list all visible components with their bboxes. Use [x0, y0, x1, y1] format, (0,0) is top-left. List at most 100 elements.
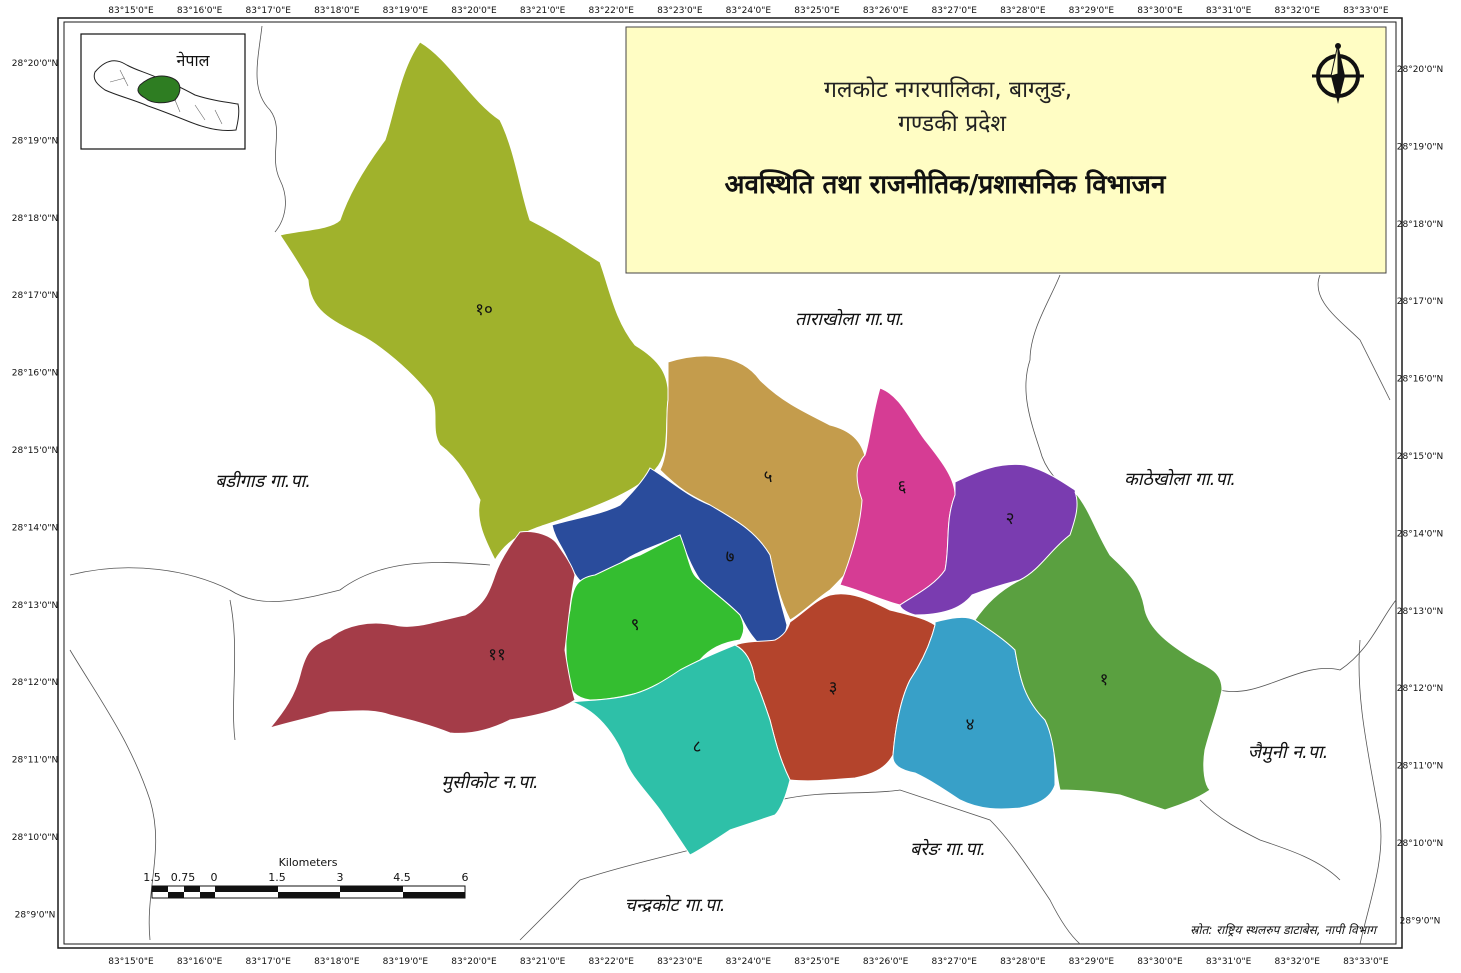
bottom-lon-label: 83°30'0"E	[1137, 957, 1183, 967]
inset-title: नेपाल	[177, 51, 211, 70]
scale-tick-label: 6	[462, 871, 469, 884]
top-lon-label: 83°24'0"E	[726, 6, 772, 16]
title-line-3: अवस्थिति तथा राजनीतिक/प्रशासनिक विभाजन	[725, 169, 1167, 200]
top-lon-label: 83°27'0"E	[931, 6, 977, 16]
ward-2-polygon[interactable]	[899, 463, 1079, 616]
ward-10-polygon[interactable]	[279, 41, 669, 562]
right-lat-label: 28°9'0"N	[1400, 916, 1441, 926]
bottom-lon-label: 83°21'0"E	[520, 957, 566, 967]
bottom-lon-label: 83°33'0"E	[1343, 957, 1389, 967]
title-box	[625, 26, 1387, 274]
scale-seg-7	[340, 886, 403, 892]
ward-4-label: ४	[966, 715, 975, 735]
scale-seg-6	[278, 892, 340, 898]
ward-11-polygon[interactable]	[268, 531, 576, 734]
scale-seg-8	[403, 892, 465, 898]
bottom-lon-label: 83°29'0"E	[1069, 957, 1115, 967]
top-lon-label: 83°32'0"E	[1274, 6, 1320, 16]
bottom-lon-label: 83°31'0"E	[1206, 957, 1252, 967]
ward-8-label: ८	[693, 737, 702, 757]
bottom-lon-label: 83°18'0"E	[314, 957, 360, 967]
left-lat-label: 28°14'0"N	[12, 523, 58, 533]
boundary-line-east	[1317, 274, 1391, 401]
left-lat-label: 28°9'0"N	[15, 910, 56, 920]
ward-polygons	[268, 41, 1223, 856]
left-lat-label: 28°13'0"N	[12, 601, 58, 611]
right-lat-label: 28°16'0"N	[1397, 375, 1443, 385]
top-lon-label: 83°16'0"E	[177, 6, 223, 16]
ward-7-polygon[interactable]	[551, 467, 788, 647]
scale-tick-label: 4.5	[393, 871, 411, 884]
right-lat-label: 28°17'0"N	[1397, 297, 1443, 307]
bottom-lon-label: 83°19'0"E	[383, 957, 429, 967]
top-lon-label: 83°33'0"E	[1343, 6, 1389, 16]
top-lon-label: 83°15'0"E	[108, 6, 154, 16]
scale-tick-label: 1.5	[143, 871, 161, 884]
top-lon-label: 83°28'0"E	[1000, 6, 1046, 16]
left-lat-label: 28°16'0"N	[12, 369, 58, 379]
kathekhola-label: काठेखोला गा.पा.	[1124, 468, 1236, 490]
ward-1-polygon[interactable]	[974, 491, 1223, 811]
left-lat-label: 28°17'0"N	[12, 291, 58, 301]
ward-labels: १० ५ ६ २ ७ ९ ११ ३ ४ १ ८	[475, 300, 1108, 757]
boundary-line-northeast	[1025, 274, 1071, 491]
tarakhola-label: ताराखोला गा.पा.	[795, 308, 905, 330]
gandaki-highlight	[137, 75, 181, 104]
top-lon-label: 83°21'0"E	[520, 6, 566, 16]
right-lat-label: 28°14'0"N	[1397, 529, 1443, 539]
right-lat-label: 28°12'0"N	[1397, 684, 1443, 694]
bottom-lon-label: 83°25'0"E	[794, 957, 840, 967]
bottom-lon-label: 83°26'0"E	[863, 957, 909, 967]
ward-5-label: ५	[764, 467, 773, 487]
top-lon-label: 83°25'0"E	[794, 6, 840, 16]
map-frame	[57, 17, 1403, 949]
inset-map: नेपाल	[80, 33, 246, 150]
scale-seg-2	[168, 892, 184, 898]
scale-tick-label: 1.5	[268, 871, 286, 884]
bottom-lon-label: 83°23'0"E	[657, 957, 703, 967]
bottom-lon-label: 83°28'0"E	[1000, 957, 1046, 967]
top-lon-label: 83°18'0"E	[314, 6, 360, 16]
ward-6-label: ६	[898, 477, 907, 497]
bottom-lon-label: 83°22'0"E	[588, 957, 634, 967]
ward-11-label: ११	[488, 645, 506, 665]
neighbor-boundaries	[69, 25, 1397, 945]
jaimuni-label: जैमुनी न.पा.	[1248, 741, 1329, 763]
ward-8-polygon[interactable]	[571, 644, 791, 856]
scale-seg-3	[184, 886, 200, 892]
right-lat-label: 28°18'0"N	[1397, 220, 1443, 230]
right-lat-label: 28°15'0"N	[1397, 452, 1443, 462]
scale-unit-label: Kilometers	[279, 856, 338, 869]
right-lat-label: 28°19'0"N	[1397, 142, 1443, 152]
ward-3-label: ३	[829, 678, 838, 698]
left-lat-label: 28°20'0"N	[12, 59, 58, 69]
scale-seg-4	[200, 892, 215, 898]
north-arrow-icon	[1312, 43, 1364, 104]
boundary-line-south	[519, 849, 691, 941]
top-lon-label: 83°23'0"E	[657, 6, 703, 16]
boundary-line-southwest	[69, 649, 157, 941]
top-lon-label: 83°22'0"E	[588, 6, 634, 16]
top-lon-label: 83°30'0"E	[1137, 6, 1183, 16]
left-lat-label: 28°15'0"N	[12, 446, 58, 456]
boundary-line-south-2	[779, 789, 1081, 945]
boundary-line-nw	[256, 25, 286, 233]
ward-10-label: १०	[475, 300, 493, 320]
bottom-lon-label: 83°24'0"E	[726, 957, 772, 967]
top-lon-label: 83°17'0"E	[245, 6, 291, 16]
scale-tick-label: 3	[337, 871, 344, 884]
left-lat-label: 28°18'0"N	[12, 214, 58, 224]
boundary-line-west-2	[229, 599, 236, 741]
right-lat-label: 28°13'0"N	[1397, 607, 1443, 617]
left-lat-label: 28°10'0"N	[12, 833, 58, 843]
boundary-line-west	[69, 562, 491, 602]
bottom-lon-label: 83°17'0"E	[245, 957, 291, 967]
title-line-1: गलकोट नगरपालिका, बाग्लुङ,	[824, 76, 1072, 104]
ward-5-polygon[interactable]	[659, 355, 867, 621]
ward-2-label: २	[1006, 509, 1015, 529]
left-lat-label: 28°11'0"N	[12, 756, 58, 766]
source-credit: स्रोत: राष्ट्रिय स्थलरुप डाटाबेस, नापी व…	[1190, 923, 1378, 937]
